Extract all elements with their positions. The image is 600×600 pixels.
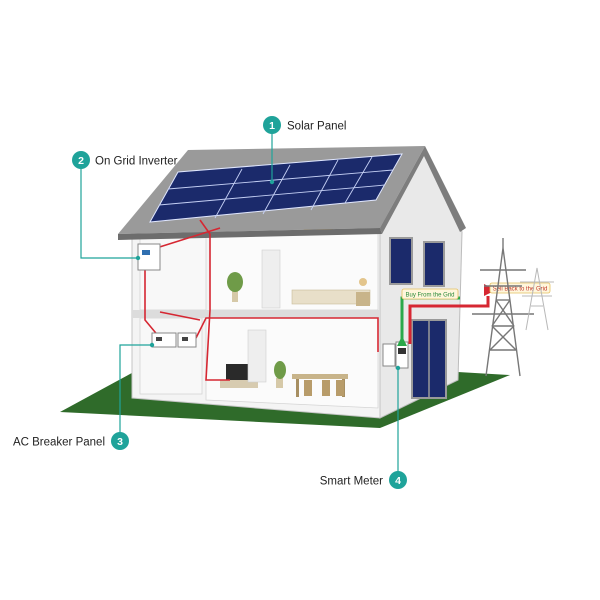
callout-label: Solar Panel: [287, 121, 346, 133]
power-wiring: [144, 219, 379, 381]
buy-from-grid-tag: Buy From the Grid: [401, 288, 459, 300]
buy-from-grid-label: Buy From the Grid: [405, 293, 454, 299]
callout-leaders: [80, 125, 399, 480]
callout-badge: [111, 432, 129, 450]
lamp: [359, 278, 367, 286]
nightstand: [356, 292, 370, 306]
door: [261, 249, 281, 309]
callout-badge: [389, 471, 407, 489]
ac-breaker-panel: [151, 332, 197, 348]
on-grid-inverter: [137, 243, 161, 271]
tv-cabinet: [220, 380, 258, 388]
floor-slab: [132, 310, 380, 318]
callout-badge: [263, 116, 281, 134]
transmission-tower-far: [520, 267, 554, 331]
left-lower-room: [139, 317, 203, 395]
callout-badge: [72, 151, 90, 169]
wall-door: [247, 329, 267, 383]
callout-label: On Grid Inverter: [95, 156, 178, 168]
sell-flow-line: [408, 296, 490, 344]
lower-room: [205, 317, 379, 409]
plant: [227, 272, 243, 302]
solar-panel-array: [149, 153, 403, 223]
callout-solar-panel: 1 Solar Panel: [263, 116, 346, 134]
dining-table: [292, 374, 348, 397]
potted-plant: [274, 361, 286, 388]
smart-meter: [382, 341, 409, 369]
callout-ac-breaker-panel: 3 AC Breaker Panel: [13, 432, 129, 450]
transmission-tower: [472, 238, 534, 377]
upper-window-left: [389, 237, 413, 285]
upper-window-right: [423, 241, 445, 287]
buy-flow-arrowhead: [397, 336, 407, 346]
television: [226, 364, 250, 380]
roof-gable-trim: [380, 146, 466, 234]
callout-number: 2: [78, 155, 84, 167]
callout-label: AC Breaker Panel: [13, 437, 105, 449]
callout-smart-meter: 4 Smart Meter: [320, 471, 407, 489]
callout-on-grid-inverter: 2 On Grid Inverter: [72, 151, 178, 169]
callout-number: 1: [269, 120, 275, 132]
callout-number: 3: [117, 436, 123, 448]
callout-leader-ends: [135, 179, 401, 371]
callout-label: Smart Meter: [320, 476, 383, 488]
roof-edge: [118, 228, 382, 240]
sell-back-to-grid-label: Sell Back to the Grid: [493, 287, 548, 293]
callout-number: 4: [395, 475, 401, 487]
